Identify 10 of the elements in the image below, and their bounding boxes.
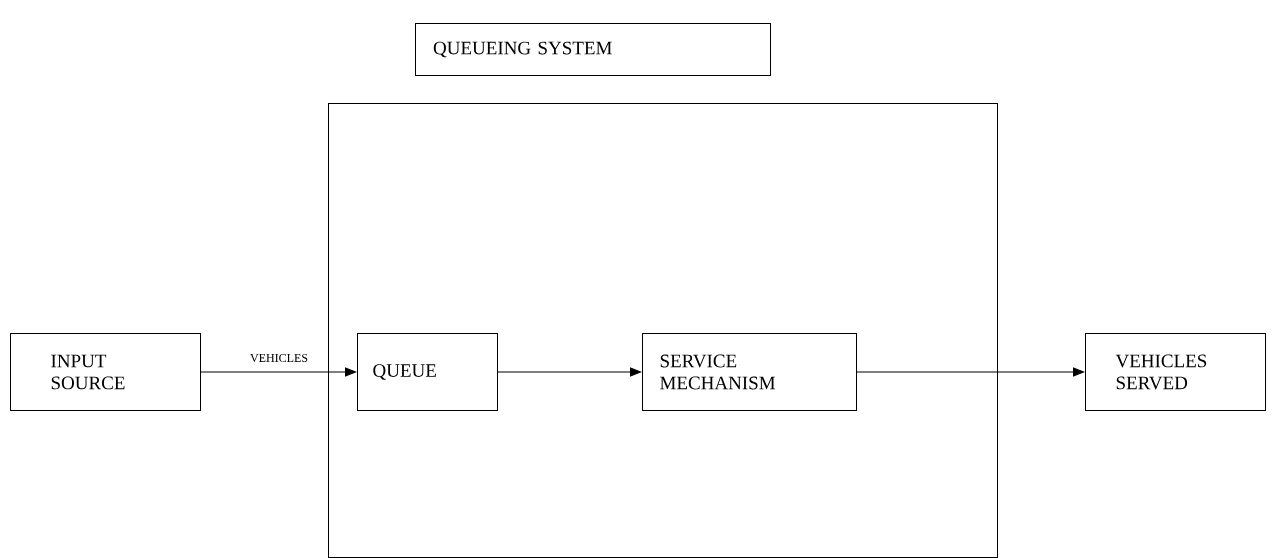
arrow: [200, 367, 357, 377]
title-box: QUEUEING SYSTEM: [415, 23, 771, 76]
process-box: QUEUE: [357, 333, 498, 411]
process-box: VEHICLES SERVED: [1085, 333, 1266, 411]
process-box: INPUT SOURCE: [10, 333, 201, 411]
system-boundary-box: [328, 103, 998, 558]
arrow: [856, 367, 1085, 377]
edge-label: VEHICLES: [250, 353, 308, 363]
process-box: SERVICE MECHANISM: [642, 333, 857, 411]
arrow: [497, 367, 642, 377]
